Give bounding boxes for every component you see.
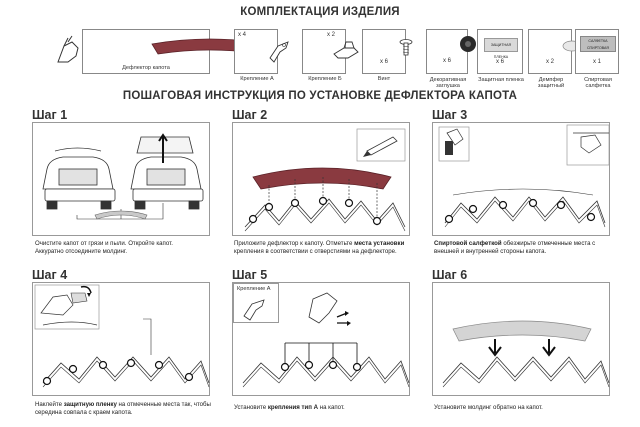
film-box: ЗАЩИТНАЯ ПЛЕНКА <box>484 38 518 59</box>
kit-mount-a-label: Крепление А <box>240 75 274 82</box>
kit-mount-b-label: Крепление Б <box>308 75 342 82</box>
kit-film-qty: x 6 <box>495 59 504 65</box>
kit-wipe-qty: x 1 <box>592 59 601 65</box>
kit-wipe-label: Спиртовая салфетка <box>584 77 612 90</box>
step5-title: Шаг 5 <box>232 268 268 282</box>
step6-panel <box>432 282 610 396</box>
step1-title: Шаг 1 <box>32 108 68 122</box>
step5-caption-pre: Установите <box>234 404 268 411</box>
step3-caption: Спиртовой салфеткой обезжирьте отмеченны… <box>434 240 612 256</box>
step2-title: Шаг 2 <box>232 108 268 122</box>
step6-title: Шаг 6 <box>432 268 468 282</box>
step5-caption-post: на капот. <box>318 404 345 411</box>
step2-caption-bold: места установки <box>354 240 405 247</box>
step2-caption: Приложите дефлектор к капоту. Отметьте м… <box>234 240 412 256</box>
step5-caption-bold: крепления тип А <box>267 404 319 411</box>
step6-caption-line1: Установите молдинг обратно на капот. <box>434 404 543 411</box>
step6-caption: Установите молдинг обратно на капот. <box>434 404 612 412</box>
step4-caption-bold: защитную пленку <box>63 401 117 408</box>
step3-caption-bold: Спиртовой салфеткой <box>434 240 502 247</box>
kit-screw-label: Винт <box>377 75 391 82</box>
hand-screwdriver-illustration <box>30 32 94 70</box>
instructions-title: ПОШАГОВАЯ ИНСТРУКЦИЯ ПО УСТАНОВКЕ ДЕФЛЕК… <box>122 90 518 102</box>
kit-screw: x 6 Винт <box>362 29 413 82</box>
kit-mount-b-qty: x 2 <box>327 32 336 38</box>
kit-protective-film: ЗАЩИТНАЯ ПЛЕНКА x 6 Защитная пленка <box>477 29 524 83</box>
step3-title: Шаг 3 <box>432 108 468 122</box>
step1-caption-line1: Очистите капот от грязи и пыли. Откройте… <box>35 240 173 247</box>
kit-damper-label: Демпфер защитный <box>537 77 565 90</box>
step4-caption: Наклейте защитную пленку на отмеченные м… <box>35 401 213 417</box>
step4-panel <box>32 282 210 396</box>
step2-panel <box>232 122 410 236</box>
step3-panel <box>432 122 610 236</box>
wipe-box: САЛФЕТКА СПИРТОВАЯ <box>580 36 616 52</box>
car-front-illustration <box>42 147 116 210</box>
step4-caption-post: на отмеченные места так, чтобы середина … <box>35 401 211 416</box>
kit-damper-qty: x 2 <box>545 59 554 65</box>
kit-deflector: Дефлектор капота <box>82 29 269 74</box>
step5-caption: Установите крепления тип А на капот. <box>234 404 412 412</box>
kit-screw-qty: x 6 <box>379 59 388 65</box>
kit-decor-cap-qty: x 6 <box>442 58 451 64</box>
step5-panel: Крепление А <box>232 282 410 396</box>
kit-alcohol-wipe: САЛФЕТКА СПИРТОВАЯ x 1 Спиртовая салфетк… <box>575 29 619 89</box>
step1-caption: Очистите капот от грязи и пыли. Откройте… <box>35 240 210 256</box>
kit-decor-cap: x 6 Декоративная заглушка <box>426 29 476 89</box>
step4-caption-pre: Наклейте <box>35 401 64 408</box>
step2-caption-post: крепления в соответствии с отверстиями н… <box>234 247 397 255</box>
step1-caption-line2: Аккуратно отсоедините молдинг. <box>35 247 128 255</box>
step4-title: Шаг 4 <box>32 268 68 282</box>
kit-decor-cap-label: Декоративная заглушка <box>429 77 467 90</box>
step1-panel <box>32 122 210 236</box>
step5-callout-label: Крепление А <box>237 286 271 292</box>
kit-film-label: Защитная пленка <box>478 77 524 83</box>
kit-title: КОМПЛЕКТАЦИЯ ИЗДЕЛИЯ <box>240 6 400 18</box>
kit-damper: x 2 Демпфер защитный <box>528 29 582 89</box>
step2-caption-pre: Приложите дефлектор к капоту. Отметьте <box>234 240 355 247</box>
kit-deflector-label: Дефлектор капота <box>122 64 170 71</box>
kit-mount-a: x 4 Крепление А <box>234 29 289 82</box>
kit-mount-a-qty: x 4 <box>238 32 247 38</box>
kit-mount-b: x 2 Крепление Б <box>302 29 359 82</box>
step5-callout-box: Крепление А <box>233 283 279 323</box>
step3-caption-post: обезжирьте отмеченные места с внешней и … <box>434 240 596 255</box>
